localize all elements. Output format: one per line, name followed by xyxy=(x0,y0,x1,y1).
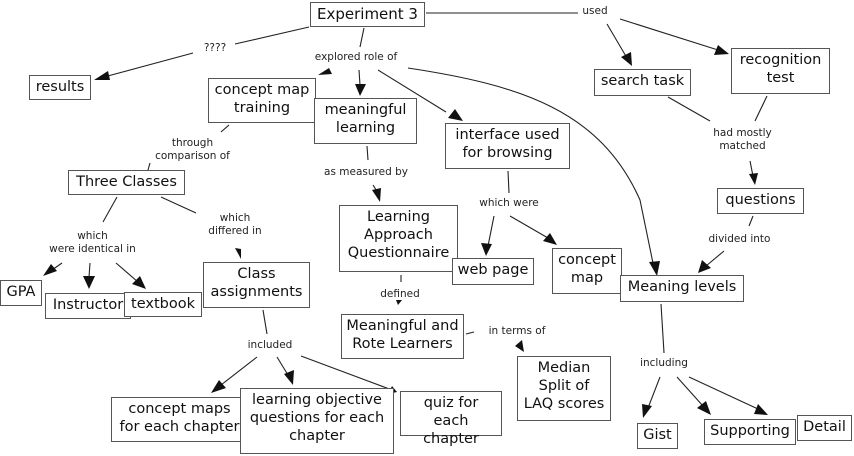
connector xyxy=(102,196,118,223)
link-label-in-terms-of: in terms of xyxy=(488,325,546,337)
node-three-classes[interactable]: Three Classes xyxy=(68,170,185,195)
connector xyxy=(358,69,361,86)
link-label-which-differed: which differed in xyxy=(208,212,262,237)
link-label-through-comparison-of: through comparison of xyxy=(155,137,230,162)
arrowhead xyxy=(714,45,729,55)
connector xyxy=(647,376,661,409)
connector xyxy=(487,215,495,247)
link-label-defined: defined xyxy=(380,288,420,300)
arrowhead xyxy=(396,300,402,305)
connector xyxy=(749,160,754,177)
connector xyxy=(507,170,510,194)
arrowhead xyxy=(318,68,332,75)
node-concept-maps-each-chapter[interactable]: concept maps for each chapter xyxy=(111,397,248,442)
connector xyxy=(366,145,369,161)
node-gpa[interactable]: GPA xyxy=(0,280,42,306)
node-experiment-3[interactable]: Experiment 3 xyxy=(310,2,425,27)
connector xyxy=(667,96,711,122)
arrowhead xyxy=(355,84,366,96)
node-detail[interactable]: Detail xyxy=(797,415,852,441)
link-label-unknown: ???? xyxy=(203,42,227,54)
arrowhead xyxy=(642,404,652,418)
connector xyxy=(688,376,759,410)
arrowhead xyxy=(235,248,241,259)
link-label-as-measured-by: as measured by xyxy=(324,166,408,178)
link-label-explored-role-of: explored role of xyxy=(314,51,398,63)
connector xyxy=(262,309,268,335)
arrowhead xyxy=(83,276,95,289)
arrowhead xyxy=(754,404,768,415)
connector xyxy=(606,23,628,59)
connector xyxy=(88,262,91,278)
node-interface-for-browsing[interactable]: interface used for browsing xyxy=(445,123,570,169)
node-meaning-levels[interactable]: Meaning levels xyxy=(620,275,744,302)
arrowhead xyxy=(697,401,711,415)
arrowhead xyxy=(43,264,57,276)
arrowhead xyxy=(543,233,557,245)
connector xyxy=(147,162,151,171)
node-laq[interactable]: Learning Approach Questionnaire xyxy=(339,205,458,272)
connector xyxy=(676,376,704,407)
link-label-divided-into: divided into xyxy=(708,233,771,245)
arrowhead xyxy=(649,261,660,276)
connector xyxy=(359,27,365,48)
arrowhead xyxy=(284,370,294,385)
arrowhead xyxy=(621,52,632,66)
connector xyxy=(160,196,197,214)
node-learning-objective-questions[interactable]: learning objective questions for each ch… xyxy=(240,388,394,454)
node-median-split[interactable]: Median Split of LAQ scores xyxy=(517,356,611,421)
connector xyxy=(115,262,139,283)
curved-connector xyxy=(407,67,655,269)
node-instructor[interactable]: Instructor xyxy=(45,293,131,319)
node-textbook[interactable]: textbook xyxy=(124,292,202,317)
connector xyxy=(509,215,549,239)
arrowhead xyxy=(448,109,463,121)
link-label-had-mostly-matched: had mostly matched xyxy=(713,127,772,152)
arrowhead xyxy=(515,340,524,352)
connector xyxy=(220,124,230,133)
link-label-which-were: which were xyxy=(479,197,539,209)
arrowhead xyxy=(211,380,226,393)
connector xyxy=(748,215,754,227)
node-class-assignments[interactable]: Class assignments xyxy=(203,262,310,308)
connector xyxy=(300,355,393,391)
connector xyxy=(276,356,289,376)
link-label-including: including xyxy=(640,357,688,369)
node-questions[interactable]: questions xyxy=(717,188,804,214)
connector xyxy=(234,26,310,45)
connector xyxy=(377,69,447,113)
arrowhead xyxy=(94,71,110,80)
connector xyxy=(660,303,665,354)
node-concept-map[interactable]: concept map xyxy=(552,248,622,294)
arrowhead xyxy=(372,188,381,202)
connector xyxy=(103,52,194,78)
arrowhead xyxy=(698,260,711,273)
node-web-page[interactable]: web page xyxy=(452,258,534,285)
arrowhead xyxy=(749,173,758,185)
arrowhead xyxy=(481,243,492,256)
node-results[interactable]: results xyxy=(29,75,91,100)
node-supporting[interactable]: Supporting xyxy=(704,419,796,445)
node-recognition-test[interactable]: recognition test xyxy=(731,48,830,94)
node-concept-map-training[interactable]: concept map training xyxy=(208,78,316,123)
link-label-included: included xyxy=(247,339,293,351)
node-quiz-each-chapter[interactable]: quiz for each chapter xyxy=(400,391,502,447)
node-search-task[interactable]: search task xyxy=(594,69,691,96)
link-label-which-identical: which were identical in xyxy=(49,230,136,255)
connector xyxy=(220,356,258,386)
connector xyxy=(619,18,719,51)
connector xyxy=(465,331,475,335)
node-meaningful-learning[interactable]: meaningful learning xyxy=(314,98,417,144)
node-gist[interactable]: Gist xyxy=(637,423,678,449)
connector xyxy=(705,250,725,267)
arrowhead xyxy=(132,276,146,289)
node-meaningful-rote-learners[interactable]: Meaningful and Rote Learners xyxy=(341,314,464,359)
link-label-used: used xyxy=(582,5,608,17)
connector xyxy=(754,95,768,122)
